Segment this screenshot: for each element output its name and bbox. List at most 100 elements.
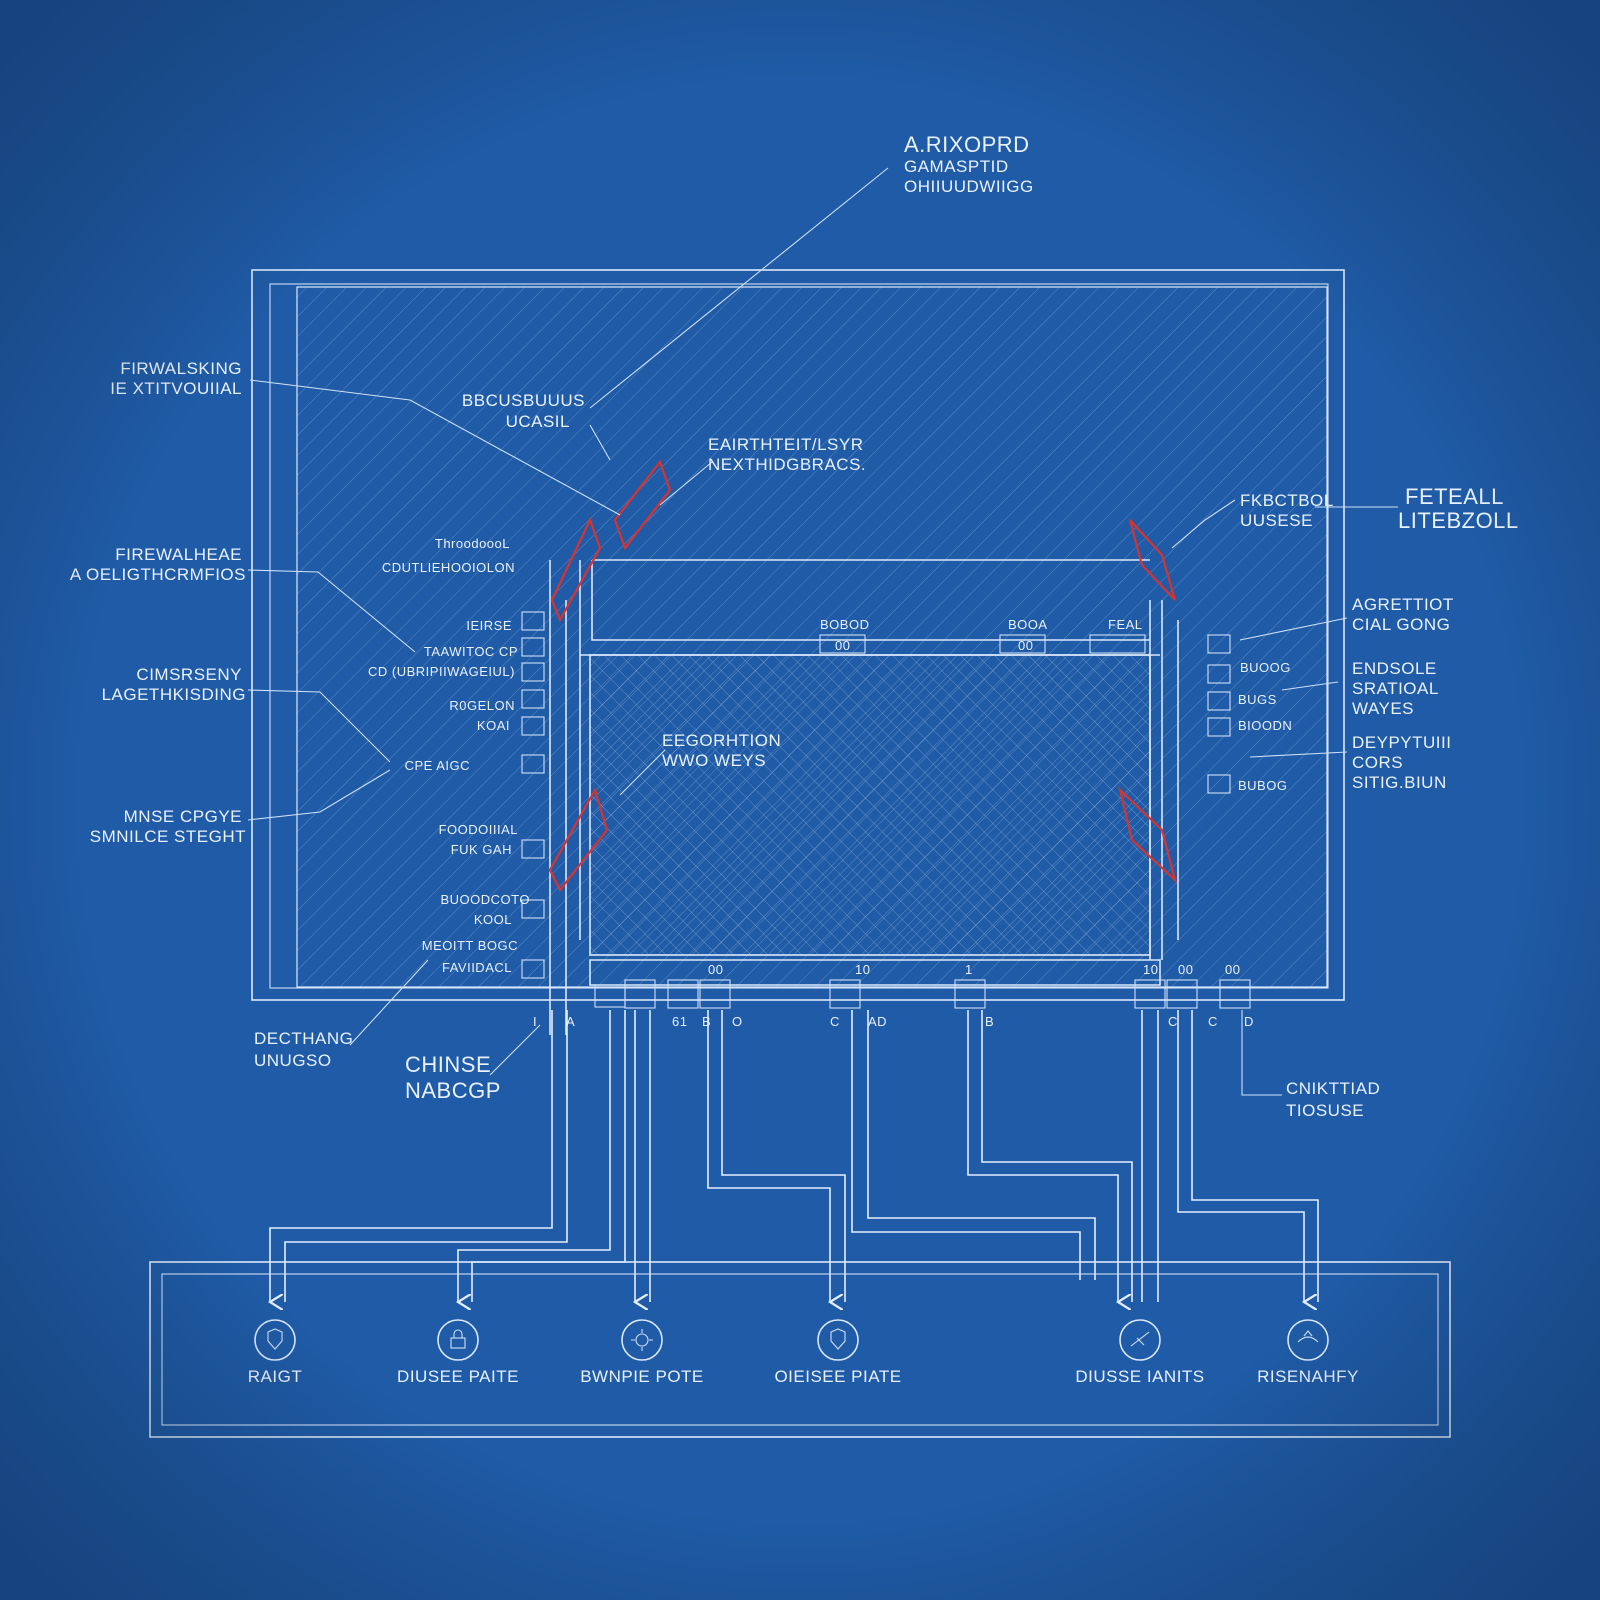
diagram-label: 61 — [672, 1014, 687, 1029]
diagram-label: CD (UBRIPIIWAGEIUL) — [368, 664, 515, 679]
diagram-label: MEOITT BOGC — [422, 938, 518, 953]
endpoint-panel-inner — [161, 1273, 1439, 1426]
diagram-label: UNUGSO — [254, 1051, 332, 1070]
endpoint-labels: RAIGT DIUSEE PAITE BWNPIE POTE OIEISEE P… — [248, 1367, 1359, 1386]
protected-core-grid — [589, 654, 1151, 956]
gear-icon — [621, 1319, 663, 1361]
diagram-label: FKBCTBOL — [1240, 491, 1334, 510]
diagram-label: 00 — [708, 962, 723, 977]
diagram-label: 1 — [965, 962, 973, 977]
diagram-label: UUSESE — [1240, 511, 1313, 530]
diagram-label: FAVIIDACL — [442, 960, 512, 975]
shield-icon — [254, 1319, 296, 1361]
diagram-label: 00 — [1178, 962, 1193, 977]
diagram-label: BOOA — [1008, 617, 1048, 632]
callout-right-top-outer: FETEALL LITEBZOLL — [1398, 484, 1519, 533]
diagram-label: EAIRTHTEIT/LSYR — [708, 435, 864, 454]
diagram-label: TIOSUSE — [1286, 1101, 1364, 1120]
callout-right-1: AGRETTIOT CIAL GONG — [1352, 595, 1454, 634]
diagram-label: FIRWALSKING — [120, 359, 242, 378]
diagram-label: KOOL — [474, 912, 512, 927]
diagram-label: LITEBZOLL — [1398, 508, 1519, 533]
diagram-label: BOBOD — [820, 617, 869, 632]
diagram-label: FETEALL — [1405, 484, 1504, 509]
diagram-label: SMNILCE STEGHT — [90, 827, 246, 846]
diagram-label: O — [732, 1014, 743, 1029]
diagram-label: C — [830, 1014, 840, 1029]
endpoint-label: DIUSEE PAITE — [397, 1367, 519, 1386]
diagram-label: C — [1208, 1014, 1218, 1029]
callout-center-mid: EEGORHTION WWO WEYS — [662, 731, 781, 770]
bird-icon — [1119, 1319, 1161, 1361]
diagram-label: KOAI — [477, 718, 510, 733]
diagram-label: SRATIOAL — [1352, 679, 1439, 698]
callout-left-4: MNSE CPGYE SMNILCE STEGHT — [90, 807, 246, 846]
diagram-label: 10 — [1143, 962, 1158, 977]
callout-left-1: FIRWALSKING IE XTITVOUIIAL — [110, 359, 242, 398]
endpoint-label: OIEISEE PIATE — [774, 1367, 901, 1386]
callout-right-2: ENDSOLE SRATIOAL WAYES — [1352, 659, 1439, 718]
diagram-label: NABCGP — [405, 1078, 501, 1103]
diagram-label: DEYPYTUIII — [1352, 733, 1451, 752]
diagram-label: A — [566, 1014, 575, 1029]
diagram-label: 00 — [1225, 962, 1240, 977]
diagram-label: WWO WEYS — [662, 751, 766, 770]
diagram-label: CIAL GONG — [1352, 615, 1450, 634]
diagram-label: CORS — [1352, 753, 1403, 772]
diagram-label: ENDSOLE — [1352, 659, 1437, 678]
diagram-label: CDUTLIEHOOIOLON — [382, 560, 515, 575]
callout-top: A.RIXOPRD GAMASPTID OHIIUUDWIIGG — [904, 132, 1034, 196]
diagram-label: OHIIUUDWIIGG — [904, 177, 1034, 196]
diagram-label: NEXTHIDGBRACS. — [708, 455, 866, 474]
callout-right-3: DEYPYTUIII CORS SITIG.BIUN — [1352, 733, 1451, 792]
diagram-label: C — [1168, 1014, 1178, 1029]
diagram-label: BUGS — [1238, 692, 1277, 707]
callout-right-bottom: CNIKTTIAD TIOSUSE — [1286, 1079, 1380, 1120]
diagram-label: UCASIL — [506, 412, 570, 431]
diagram-label: 00 — [1018, 638, 1033, 653]
diagram-label: IEIRSE — [466, 618, 512, 633]
diagram-label: AGRETTIOT — [1352, 595, 1454, 614]
diagram-label: FEAL — [1108, 617, 1143, 632]
diagram-label: B — [985, 1014, 994, 1029]
callout-bottom-left: DECTHANG UNUGSO — [254, 1029, 353, 1070]
endpoint-panel — [149, 1261, 1451, 1438]
diagram-label: SITIG.BIUN — [1352, 773, 1447, 792]
diagram-label: GAMASPTID — [904, 157, 1009, 176]
diagram-label: FUK GAH — [451, 842, 512, 857]
diagram-label: BUBOG — [1238, 778, 1287, 793]
diagram-label: WAYES — [1352, 699, 1414, 718]
diagram-label: 00 — [835, 638, 850, 653]
pin-labels: I A 61 B O C AD B C C D — [533, 1014, 1254, 1029]
endpoint-label: BWNPIE POTE — [580, 1367, 704, 1386]
endpoint-label: RAIGT — [248, 1367, 302, 1386]
diagram-label: BUOOG — [1240, 660, 1291, 675]
endpoint-icons — [254, 1319, 1329, 1361]
diagram-label: FIREWALHEAE — [115, 545, 242, 564]
diagram-label: I — [533, 1014, 537, 1029]
diagram-label: A OELIGTHCRMFIOS — [70, 565, 246, 584]
diagram-label: 10 — [855, 962, 870, 977]
gear-icon — [1287, 1319, 1329, 1361]
lock-icon — [437, 1319, 479, 1361]
diagram-label: AD — [868, 1014, 887, 1029]
diagram-label: D — [1244, 1014, 1254, 1029]
diagram-label: DECTHANG — [254, 1029, 353, 1048]
diagram-label: B — [702, 1014, 711, 1029]
diagram-label: CNIKTTIAD — [1286, 1079, 1380, 1098]
callout-left-2: FIREWALHEAE A OELIGTHCRMFIOS — [70, 545, 246, 584]
diagram-label: BIOODN — [1238, 718, 1292, 733]
diagram-label: LAGETHKISDING — [102, 685, 246, 704]
callout-center-top: EAIRTHTEIT/LSYR NEXTHIDGBRACS. — [708, 435, 866, 474]
diagram-label: BBCUSBUUUS — [462, 391, 585, 410]
diagram-label: CIMSRSENY — [136, 665, 242, 684]
diagram-label: ThroodoooL — [435, 536, 510, 551]
endpoint-label: RISENAHFY — [1257, 1367, 1359, 1386]
diagram-label: TAAWITOC CP — [424, 644, 518, 659]
diagram-label: MNSE CPGYE — [124, 807, 242, 826]
diagram-label: FOODOIIIAL — [439, 822, 518, 837]
diagram-label: IE XTITVOUIIAL — [110, 379, 242, 398]
diagram-label: CPE AIGC — [405, 758, 470, 773]
